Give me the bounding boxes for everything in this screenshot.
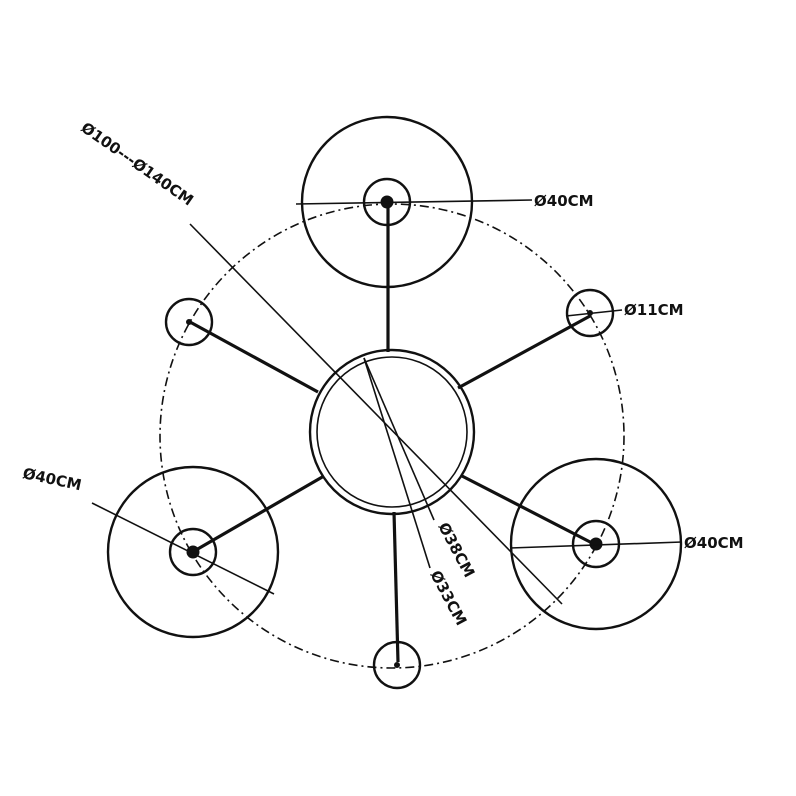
left-shade-circle xyxy=(106,465,280,639)
label-small-shade: Ø11CM xyxy=(624,301,684,319)
hub-outer-circle xyxy=(308,348,476,516)
left-socket-ring xyxy=(168,527,218,577)
top-shade-circle xyxy=(300,115,474,289)
dim-small-shade xyxy=(565,309,623,317)
dim-span xyxy=(189,223,563,605)
label-left-shade: Ø40CM xyxy=(21,464,83,494)
small-shade-upper-left xyxy=(164,297,214,347)
small-dot-bottom xyxy=(394,662,400,668)
arm-upper-left xyxy=(189,320,319,394)
right-socket-dot xyxy=(589,537,603,551)
right-shade-circle xyxy=(509,457,683,631)
dim-left-shade xyxy=(91,502,275,595)
small-shade-bottom xyxy=(372,640,422,690)
small-dot-upper-left xyxy=(186,319,192,325)
arm-lower-left xyxy=(195,474,325,552)
dim-top-shade xyxy=(295,199,533,205)
span-circle xyxy=(159,203,625,669)
arm-bottom xyxy=(392,511,400,663)
small-shade-upper-right xyxy=(565,288,615,338)
dim-right-shade xyxy=(509,541,683,549)
dim-hub-outer xyxy=(363,357,435,521)
label-span: Ø100---Ø140CM xyxy=(78,119,197,210)
dim-hub-inner xyxy=(363,357,431,569)
label-top-shade: Ø40CM xyxy=(534,192,594,210)
arm-lower-right xyxy=(461,474,595,546)
label-right-shade: Ø40CM xyxy=(684,534,744,552)
arm-upper-right xyxy=(457,314,591,390)
hub-inner-circle xyxy=(316,356,468,508)
